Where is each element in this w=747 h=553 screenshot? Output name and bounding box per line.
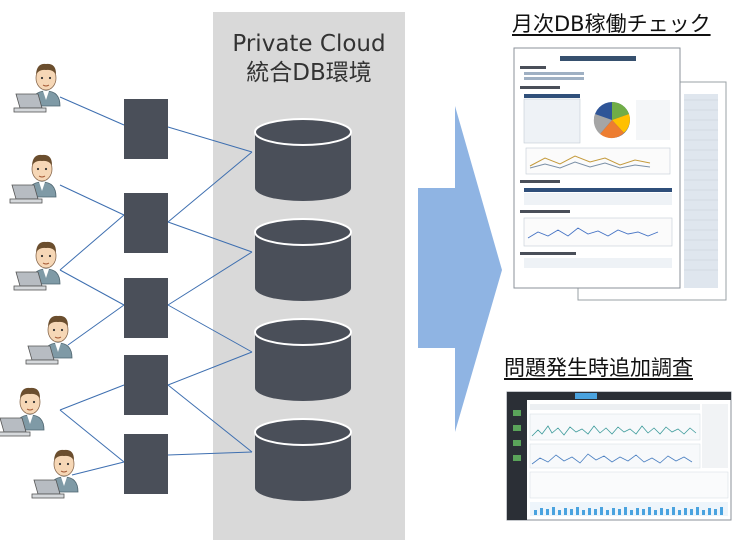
user-icon xyxy=(31,449,79,499)
database-icon xyxy=(254,318,352,402)
user-icon xyxy=(13,241,61,291)
server-icon xyxy=(124,434,168,494)
investigation-heading: 問題発生時追加調査 xyxy=(504,356,693,380)
server-icon xyxy=(124,193,168,253)
user-icon xyxy=(9,154,57,204)
monthly-report-thumbnail xyxy=(513,47,727,301)
user-icon xyxy=(0,387,45,437)
cloud-title: Private Cloud 統合DB環境 xyxy=(213,30,405,88)
server-icon xyxy=(124,99,168,159)
database-icon xyxy=(254,418,352,502)
database-icon xyxy=(254,218,352,302)
cloud-title-line2: 統合DB環境 xyxy=(246,60,372,86)
user-icon xyxy=(13,63,61,113)
connector-lines xyxy=(59,96,253,476)
database-icon xyxy=(254,118,352,202)
server-icon xyxy=(124,278,168,338)
monthly-check-heading: 月次DB稼働チェック xyxy=(512,12,711,36)
cloud-title-line1: Private Cloud xyxy=(232,31,386,57)
server-icon xyxy=(124,355,168,415)
user-icon xyxy=(25,315,73,365)
flow-arrow-icon xyxy=(418,106,502,432)
monitoring-tool-thumbnail xyxy=(506,391,732,521)
